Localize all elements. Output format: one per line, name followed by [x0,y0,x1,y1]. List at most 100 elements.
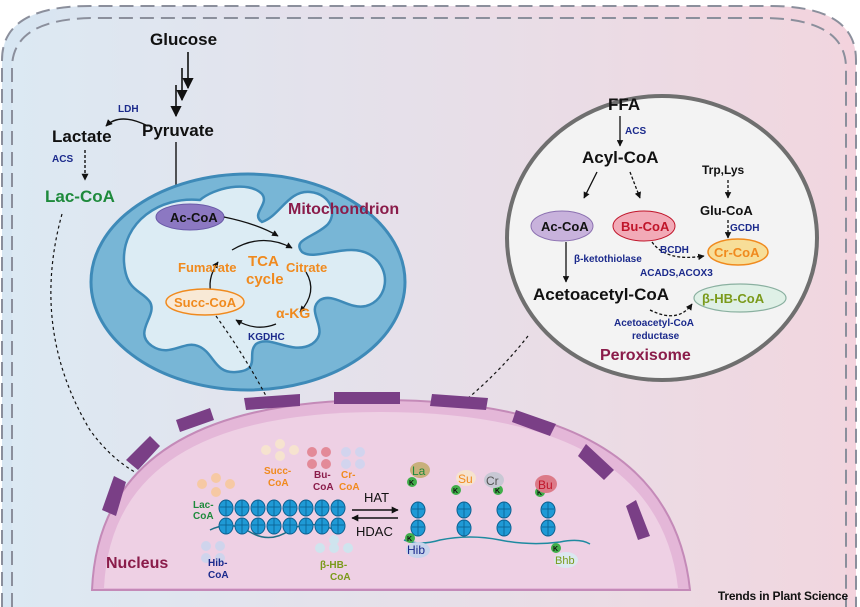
lac-coa-pool: Lac- CoA [193,473,235,522]
fumarate-label: Fumarate [178,260,237,275]
nuc-lac-label-line1: Lac- [193,500,214,511]
mitochondrion-title: Mitochondrion [288,201,399,218]
mod-cr: K Cr [484,472,504,495]
bu-coa-pool: Bu- CoA [307,447,334,493]
bcdh-enzyme-label: BCDH [660,245,689,256]
mod-su-k: K [453,488,458,495]
ketothiolase-enzyme-label: β-ketothiolase [574,254,642,265]
nuclear-pore-8 [578,444,614,480]
perox-ac-coa-node [530,210,594,242]
peroxisome-acs-label: ACS [625,126,646,137]
succ-coa-pool: Succ- CoA [261,439,299,489]
cr-coa-label: Cr-CoA [714,245,760,260]
acetoacetyl-to-bhb-arrow [649,303,693,317]
perox-bu-coa-label: Bu-CoA [621,219,670,234]
glu-coa-label: Glu-CoA [700,203,753,218]
mod-su: K Su [451,470,476,495]
nuc-succ-label-line1: Succ- [264,466,291,477]
nuc-hib-label-line2: CoA [208,570,229,581]
mod-hib-label: Hib [407,543,425,557]
mod-cr-label: Cr [486,474,499,488]
nuclear-pore-4 [244,394,300,410]
nuc-bhb-label-line2: CoA [330,572,351,583]
mod-su-label: Su [458,472,473,486]
mod-la-k: K [409,480,414,487]
ffa-label: FFA [608,95,640,114]
acetoacetyl-coa-label: Acetoacetyl-CoA [533,285,669,304]
tca-arrow-top [231,239,293,251]
hdac-label: HDAC [356,524,393,539]
succ-coa-label: Succ-CoA [174,295,237,310]
open-chromatin [403,501,591,545]
perox-ac-coa-label: Ac-CoA [541,219,589,234]
mod-bu-label: Bu [538,478,553,492]
mod-bhb-k: K [553,546,558,553]
bhb-coa-pool: β-HB- CoA [315,535,353,583]
peroxisome: FFA ACS Acyl-CoA Trp,Lys Ac-CoA Bu-CoA G… [505,94,819,382]
mitochondrion: Mitochondrion Ac-CoA Fumarate TCA cycle … [89,172,407,392]
gcdh-enzyme-label: GCDH [730,223,759,234]
bu-to-cr-coa-arrow [651,241,705,261]
tca-arrow-right [299,271,312,313]
mod-bhb: K Bhb [551,543,578,568]
hat-label: HAT [364,490,389,505]
nuclear-pore-6 [430,394,488,410]
nuclear-pore-5 [334,392,400,404]
mod-hib-k: K [407,536,412,543]
perox-bu-coa-node [612,210,676,242]
mod-bhb-label: Bhb [555,555,575,567]
nuc-cr-label-line1: Cr- [341,470,355,481]
nuc-bu-label-line1: Bu- [314,470,331,481]
mod-cr-k: K [495,488,500,495]
condensed-chromatin [209,499,346,539]
acs-enzyme-label: ACS [52,154,73,165]
nuclear-pore-2 [126,436,160,470]
journal-footer: Trends in Plant Science [717,589,848,603]
acyl-coa-label: Acyl-CoA [582,148,659,167]
kgdhc-enzyme-label: KGDHC [248,332,285,343]
tca-label-line2: cycle [246,271,284,288]
mod-bu: K Bu [535,475,557,497]
mod-la-label: La [412,464,426,478]
peroxisome-title: Peroxisome [600,347,691,364]
lactate-label: Lactate [52,127,112,146]
pyruvate-label: Pyruvate [142,121,214,140]
mito-ac-coa-label: Ac-CoA [170,210,218,225]
reductase-label-line1: Acetoacetyl-CoA [614,318,694,329]
ldh-enzyme-label: LDH [118,104,139,115]
nuclear-pore-3 [176,408,214,432]
ldh-arrow [105,118,149,127]
mod-bu-k: K [537,490,542,497]
acads-enzyme-label: ACADS,ACOX3 [640,268,713,279]
lac-coa-label: Lac-CoA [45,187,115,206]
nuclear-pore-1 [102,476,126,516]
cr-coa-pool: Cr- CoA [339,447,365,493]
citrate-label: Citrate [286,260,327,275]
nuc-bhb-label-line1: β-HB- [320,560,347,571]
tca-arrow-bottom [235,319,277,328]
nuc-cr-label-line2: CoA [339,482,360,493]
lac-coa-to-nucleus-arrow [50,213,197,493]
acyl-to-ac-coa-arrow [583,171,598,199]
akg-label: α-KG [276,305,310,321]
nuc-hib-label-line1: Hib- [208,558,227,569]
nucleus [90,392,692,591]
nuc-bu-label-line2: CoA [313,482,334,493]
ac-coa-to-citrate-arrow [223,216,279,237]
hib-coa-pool: Hib- CoA [201,541,229,581]
bhb-coa-label: β-HB-CoA [702,291,765,306]
trp-lys-label: Trp,Lys [702,163,745,177]
reductase-label-line2: reductase [632,331,680,342]
nuc-succ-label-line2: CoA [268,478,289,489]
bhb-coa-node [693,283,787,313]
glucose-label: Glucose [150,30,217,49]
tca-label-line1: TCA [248,253,279,270]
nucleus-title: Nucleus [106,555,168,572]
nuclear-pore-9 [626,500,650,540]
mod-hib: K Hib [405,533,430,558]
cr-coa-node [707,238,769,266]
succ-coa-node [165,288,245,316]
nuclear-pore-7 [512,410,556,436]
